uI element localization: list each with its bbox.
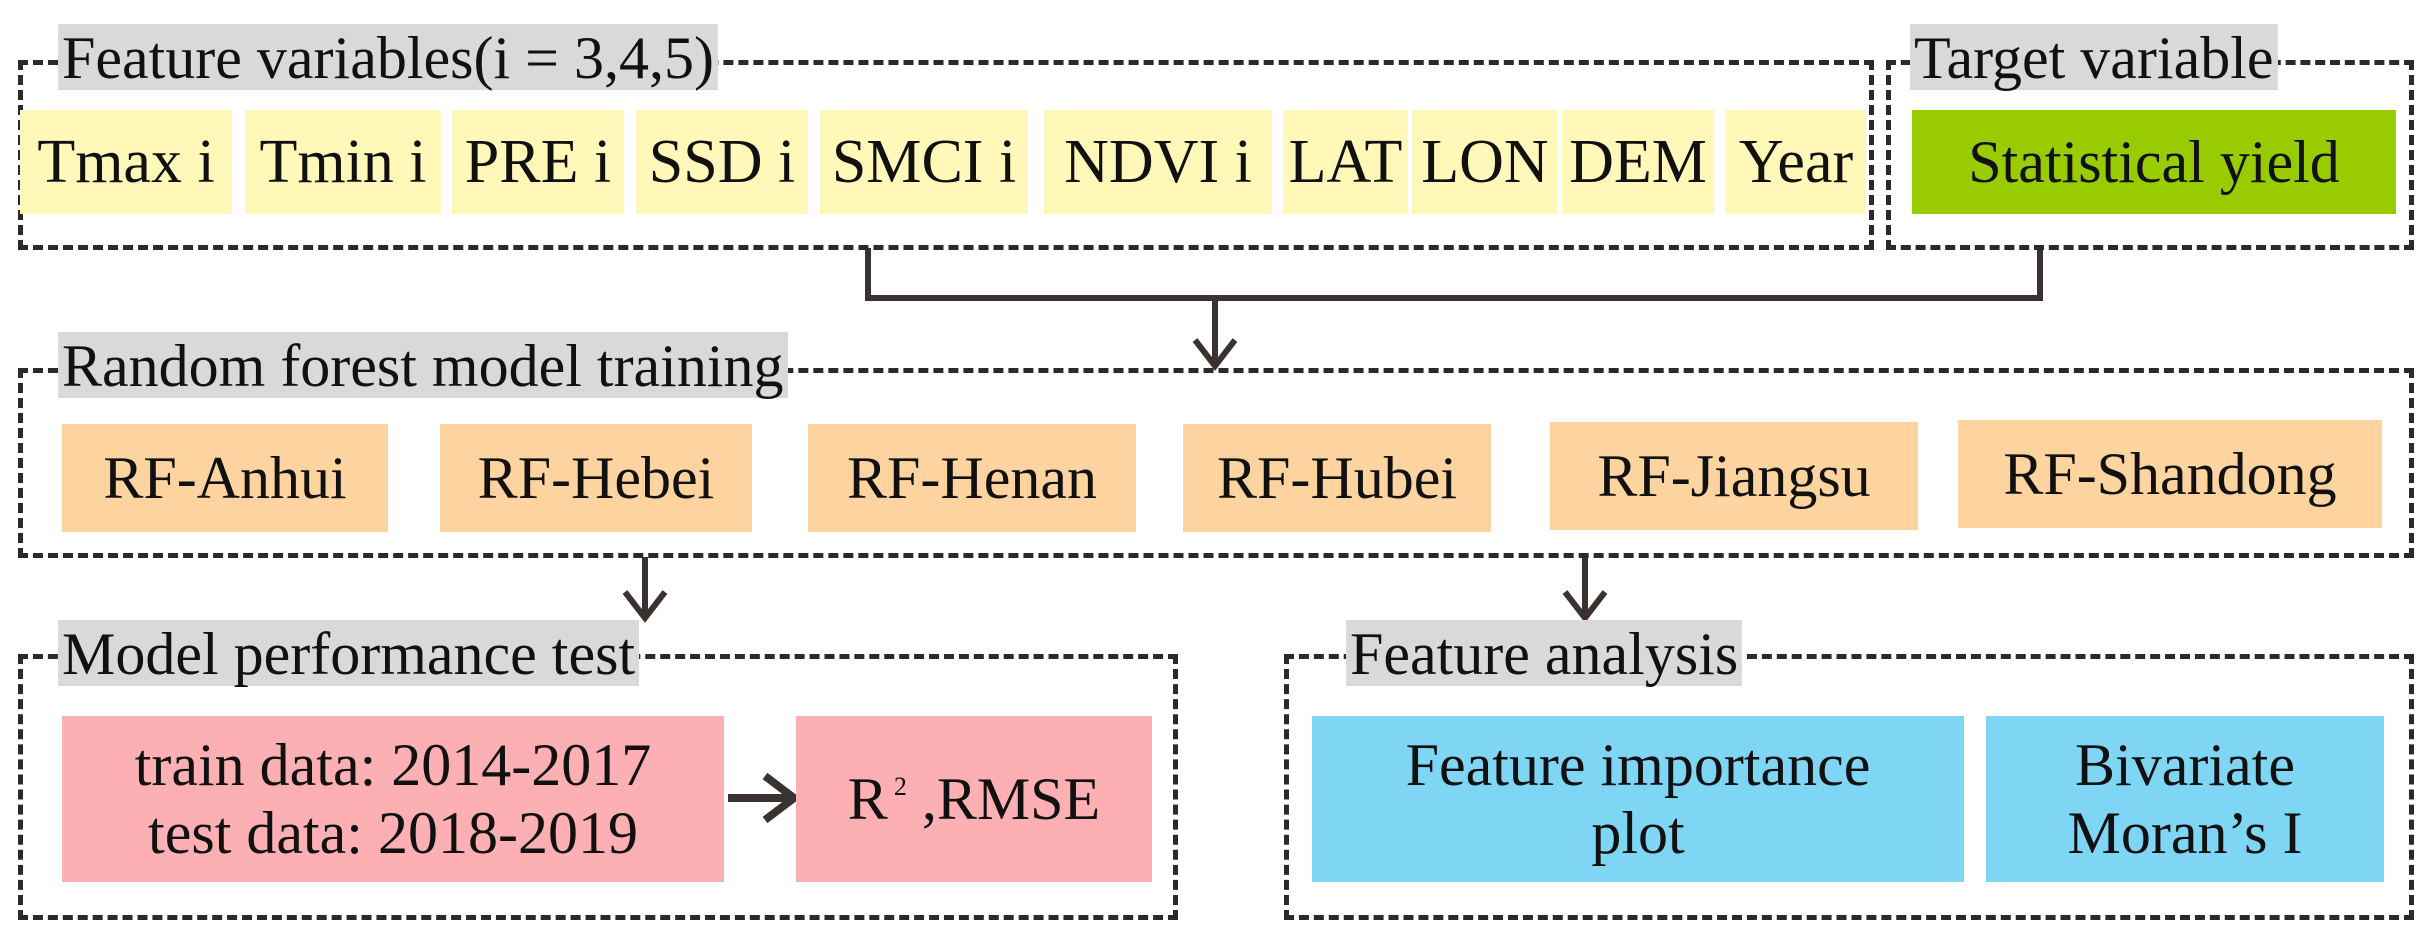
rf-henan: RF-Henan (808, 424, 1136, 532)
bivariate-line1: Bivariate (2075, 732, 2295, 798)
rf-hubei: RF-Hubei (1183, 424, 1491, 532)
test-data-text: test data: 2018-2019 (148, 800, 638, 866)
feature-tmax: Tmax i (20, 110, 232, 214)
features-title: Feature variables(i = 3,4,5) (58, 24, 718, 90)
feature-lat: LAT (1283, 110, 1408, 214)
feature-smci: SMCI i (820, 110, 1028, 214)
feature-tmin: Tmin i (245, 110, 441, 214)
arrow-to-performance (622, 557, 668, 623)
metric-r: R (847, 766, 888, 832)
merge-arrow (865, 248, 2043, 371)
feature-pre: PRE i (452, 110, 624, 214)
training-section (18, 368, 2414, 558)
feature-importance-line2: plot (1591, 800, 1685, 866)
train-data-text: train data: 2014-2017 (134, 732, 652, 798)
feature-lon: LON (1412, 110, 1558, 214)
feature-year: Year (1726, 110, 1866, 214)
metric-rmse: ,RMSE (906, 766, 1101, 832)
bivariate-moran-box: Bivariate Moran’s I (1986, 716, 2384, 882)
target-statistical-yield: Statistical yield (1912, 110, 2396, 214)
feature-ssd: SSD i (636, 110, 808, 214)
train-test-data-box: train data: 2014-2017 test data: 2018-20… (62, 716, 724, 882)
feature-importance-line1: Feature importance (1405, 732, 1871, 798)
arrow-to-metrics (728, 772, 801, 824)
performance-title: Model performance test (58, 620, 640, 686)
feature-ndvi: NDVI i (1044, 110, 1272, 214)
feature-dem: DEM (1562, 110, 1714, 214)
rf-jiangsu: RF-Jiangsu (1550, 422, 1918, 530)
target-title: Target variable (1910, 24, 2278, 90)
analysis-title: Feature analysis (1346, 620, 1743, 686)
analysis-section (1284, 654, 2414, 920)
rf-hebei: RF-Hebei (440, 424, 752, 532)
rf-shandong: RF-Shandong (1958, 420, 2382, 528)
training-title: Random forest model training (58, 332, 788, 398)
bivariate-line2: Moran’s I (2067, 800, 2303, 866)
arrow-to-analysis (1562, 557, 1608, 623)
feature-importance-box: Feature importance plot (1312, 716, 1964, 882)
metric-r-superscript: 2 (893, 772, 907, 801)
rf-anhui: RF-Anhui (62, 424, 388, 532)
